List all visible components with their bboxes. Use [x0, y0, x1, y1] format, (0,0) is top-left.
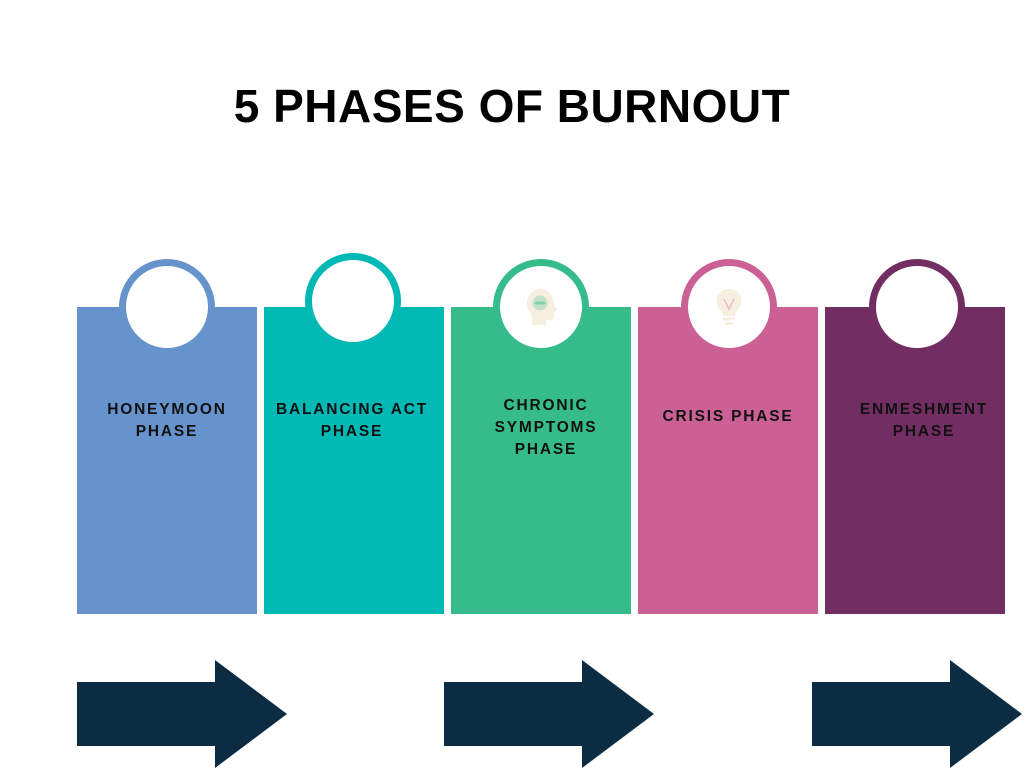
- arrow-right-icon: [444, 660, 654, 768]
- phase-card-chronic-symptoms: CHRONIC SYMPTOMS PHASE: [451, 259, 631, 614]
- phase-circle: [305, 253, 401, 349]
- phase-label: CHRONIC SYMPTOMS PHASE: [494, 397, 598, 458]
- arrow-right-icon: [77, 660, 287, 768]
- phase-circle: [869, 259, 965, 355]
- phase-label: HONEYMOON PHASE: [107, 401, 227, 440]
- phase-circle: [119, 259, 215, 355]
- head-silhouette: [527, 289, 557, 325]
- phase-card-enmeshment: ENMESHMENT PHASE: [825, 259, 1005, 614]
- phase-circle: [681, 259, 777, 355]
- phase-label: ENMESHMENT PHASE: [859, 401, 989, 440]
- phase-card-crisis: CRISIS PHASE: [638, 259, 818, 614]
- phase-label: BALANCING ACT PHASE: [276, 401, 428, 440]
- lightbulb-icon: [716, 289, 742, 325]
- phase-card-honeymoon: HONEYMOON PHASE: [77, 259, 257, 614]
- head-minus-icon: [527, 289, 557, 325]
- phase-label: CRISIS PHASE: [662, 408, 794, 425]
- phase-card-balancing-act: BALANCING ACT PHASE: [264, 253, 444, 614]
- phase-circle: [493, 259, 589, 355]
- arrow-right-icon: [812, 660, 1022, 768]
- page-title: 5 PHASES OF BURNOUT: [233, 80, 791, 132]
